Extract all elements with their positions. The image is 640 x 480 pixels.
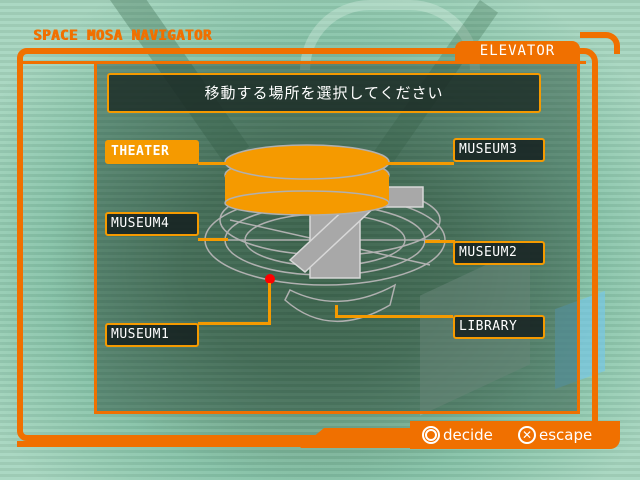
connector-museum1-v	[268, 283, 271, 323]
connector-theater	[198, 162, 258, 165]
escape-label: escape	[539, 426, 593, 444]
location-museum4[interactable]: MUSEUM4	[105, 212, 199, 236]
location-library[interactable]: LIBRARY	[453, 315, 545, 339]
section-tab-elevator: ELEVATOR	[455, 41, 580, 62]
panel-top-border	[94, 61, 580, 64]
connector-library-h	[335, 315, 453, 318]
location-museum2[interactable]: MUSEUM2	[453, 241, 545, 265]
connector-museum4	[198, 238, 228, 241]
location-theater[interactable]: THEATER	[105, 140, 199, 164]
location-museum3[interactable]: MUSEUM3	[453, 138, 545, 162]
bottom-bar-slope	[300, 428, 420, 448]
controls-bar	[410, 421, 620, 449]
app-title: SPACE MOSA NAVIGATOR	[33, 28, 212, 44]
circle-button-icon	[422, 426, 440, 444]
bottom-frame-line	[17, 441, 317, 447]
current-position-marker	[265, 274, 275, 284]
instruction-prompt: 移動する場所を選択してください	[107, 73, 541, 113]
decide-label: decide	[443, 426, 493, 444]
escape-hint[interactable]: ✕ escape	[518, 424, 592, 446]
connector-museum3	[378, 162, 454, 165]
decide-hint[interactable]: decide	[422, 424, 493, 446]
cross-button-icon: ✕	[518, 426, 536, 444]
elevator-diagram	[204, 144, 446, 322]
outer-frame	[17, 48, 598, 441]
connector-museum2	[425, 240, 455, 243]
location-museum1[interactable]: MUSEUM1	[105, 323, 199, 347]
frame-corner	[580, 32, 620, 54]
connector-museum1-h	[198, 322, 271, 325]
connector-library-v	[335, 305, 338, 317]
